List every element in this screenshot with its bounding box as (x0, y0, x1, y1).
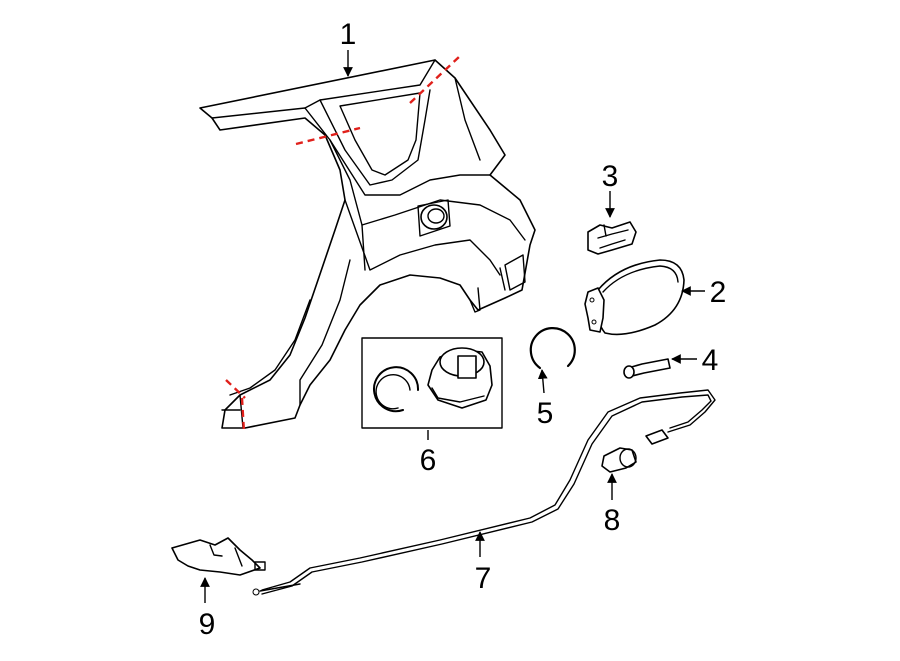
callout-7: 7 (475, 562, 492, 595)
fuel-door-hinge (587, 221, 637, 255)
fuel-door (584, 259, 685, 336)
leader-lines (200, 50, 705, 603)
callout-1: 1 (340, 18, 357, 51)
cut-lines (225, 55, 461, 433)
callout-5: 5 (537, 397, 554, 430)
callout-4: 4 (702, 344, 719, 377)
callout-2: 2 (710, 276, 727, 309)
lock-actuator (601, 447, 637, 473)
release-cable (252, 389, 716, 596)
callout-9: 9 (199, 608, 216, 641)
callout-labels: 1 2 3 4 5 6 7 8 9 (199, 18, 727, 641)
callout-8: 8 (604, 504, 621, 537)
quarter-panel (199, 59, 536, 429)
callout-3: 3 (602, 160, 619, 193)
callout-6: 6 (420, 444, 437, 477)
snap-ring (529, 327, 576, 370)
release-lever (171, 537, 266, 576)
pin-fastener (623, 358, 671, 379)
filler-neck-box (361, 337, 503, 429)
